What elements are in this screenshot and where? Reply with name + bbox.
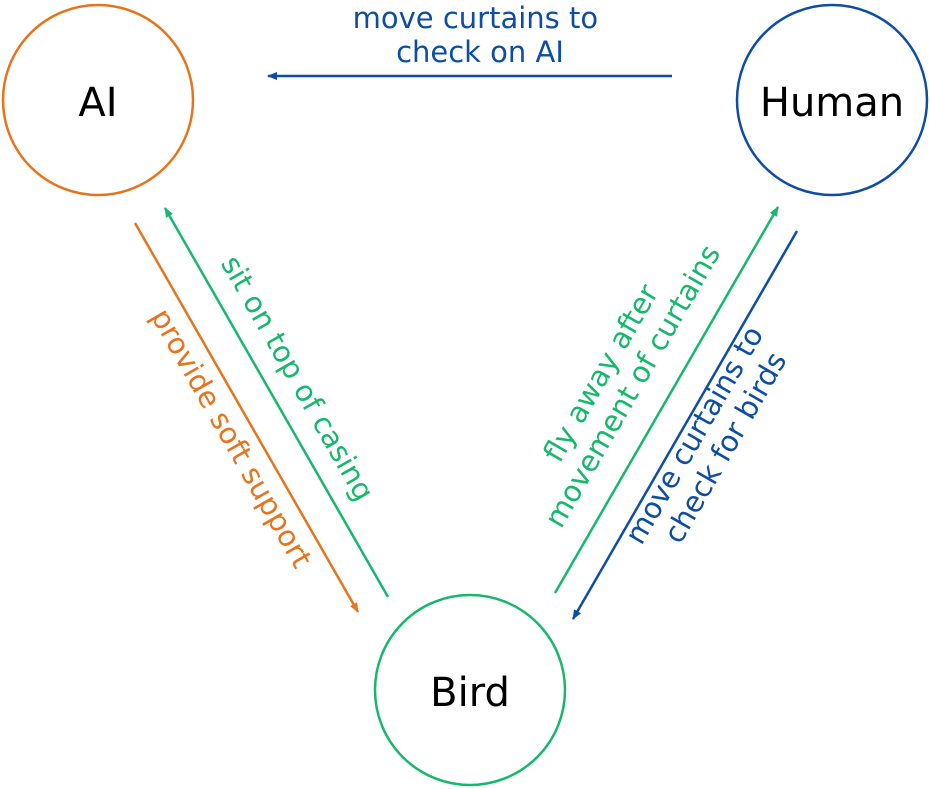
edge-human-to-ai-label-line2: check on AI — [396, 35, 564, 69]
edge-human-to-ai-label-line1: move curtains to — [353, 1, 598, 35]
edge-bird-to-ai-arrow — [163, 207, 390, 598]
node-bird: Bird — [373, 593, 567, 787]
node-bird-circle — [373, 593, 567, 787]
edge-ai-to-bird-arrow — [133, 222, 360, 613]
edge-bird-to-human-arrow — [553, 206, 780, 594]
node-human-label: Human — [760, 80, 904, 126]
node-human: Human — [735, 3, 929, 197]
node-ai-label: AI — [78, 80, 117, 126]
node-ai: AI — [1, 3, 195, 197]
edge-human-to-ai-label: move curtains to check on AI — [353, 1, 608, 69]
node-ai-circle — [1, 3, 195, 197]
node-human-circle — [735, 3, 929, 197]
node-bird-label: Bird — [430, 670, 510, 716]
edge-human-to-bird-arrow — [571, 230, 799, 620]
